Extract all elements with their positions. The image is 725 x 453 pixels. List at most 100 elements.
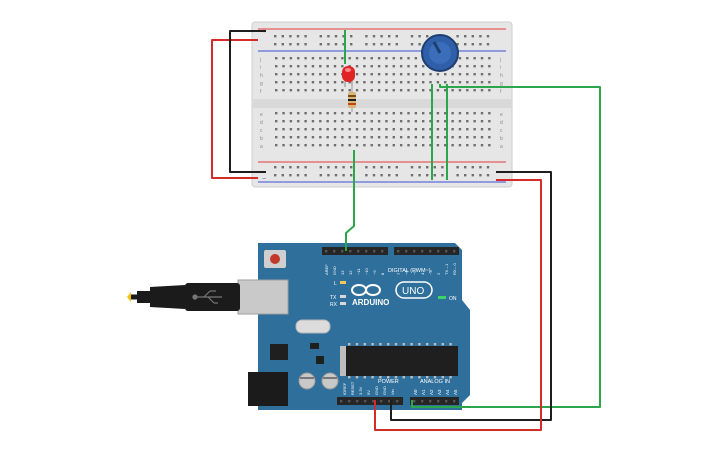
rail-hole[interactable]	[281, 174, 284, 177]
chip-pin[interactable]	[363, 343, 366, 346]
terminal-hole[interactable]	[414, 81, 418, 84]
terminal-hole[interactable]	[289, 89, 293, 92]
terminal-hole[interactable]	[422, 73, 425, 76]
terminal-hole[interactable]	[480, 81, 484, 84]
rail-hole[interactable]	[289, 35, 292, 38]
chip-pin[interactable]	[371, 376, 374, 379]
terminal-hole[interactable]	[399, 120, 403, 123]
chip-pin[interactable]	[379, 343, 382, 346]
chip-pin[interactable]	[410, 376, 413, 379]
terminal-hole[interactable]	[370, 112, 373, 115]
chip-pin[interactable]	[355, 376, 359, 379]
terminal-hole[interactable]	[341, 144, 344, 147]
terminal-hole[interactable]	[311, 81, 315, 84]
terminal-hole[interactable]	[473, 144, 476, 147]
rail-hole[interactable]	[418, 35, 421, 38]
rail-hole[interactable]	[327, 174, 330, 177]
terminal-hole[interactable]	[333, 81, 337, 84]
terminal-hole[interactable]	[297, 112, 300, 115]
rail-hole[interactable]	[281, 43, 284, 46]
terminal-hole[interactable]	[444, 136, 447, 139]
terminal-hole[interactable]	[377, 128, 381, 131]
terminal-hole[interactable]	[466, 136, 469, 139]
rail-hole[interactable]	[274, 174, 277, 177]
terminal-hole[interactable]	[458, 73, 462, 76]
header-pin[interactable]	[453, 400, 456, 403]
rail-hole[interactable]	[296, 166, 300, 169]
terminal-hole[interactable]	[275, 120, 278, 123]
rail-hole[interactable]	[327, 166, 330, 169]
potentiometer[interactable]	[421, 34, 459, 72]
terminal-hole[interactable]	[451, 136, 454, 139]
terminal-hole[interactable]	[341, 112, 344, 115]
terminal-hole[interactable]	[319, 136, 322, 139]
terminal-hole[interactable]	[458, 128, 462, 131]
terminal-hole[interactable]	[444, 120, 447, 123]
rail-hole[interactable]	[410, 166, 414, 169]
rail-hole[interactable]	[380, 166, 383, 169]
terminal-hole[interactable]	[429, 136, 432, 139]
rail-hole[interactable]	[319, 43, 322, 46]
terminal-hole[interactable]	[488, 136, 491, 139]
chip-pin[interactable]	[433, 343, 437, 346]
terminal-hole[interactable]	[473, 112, 476, 115]
terminal-hole[interactable]	[385, 144, 388, 147]
header-pin[interactable]	[437, 250, 440, 253]
terminal-hole[interactable]	[297, 136, 300, 139]
terminal-hole[interactable]	[429, 144, 432, 147]
terminal-hole[interactable]	[451, 120, 454, 123]
terminal-hole[interactable]	[473, 128, 476, 131]
terminal-hole[interactable]	[304, 57, 307, 60]
rail-hole[interactable]	[289, 166, 292, 169]
rail-hole[interactable]	[464, 174, 467, 177]
terminal-hole[interactable]	[326, 144, 329, 147]
terminal-hole[interactable]	[275, 81, 278, 84]
terminal-hole[interactable]	[304, 120, 307, 123]
header-pin[interactable]	[349, 250, 352, 253]
rail-hole[interactable]	[471, 43, 474, 46]
terminal-hole[interactable]	[392, 128, 395, 131]
terminal-hole[interactable]	[422, 128, 425, 131]
terminal-hole[interactable]	[480, 89, 484, 92]
terminal-hole[interactable]	[385, 73, 388, 76]
rail-hole[interactable]	[319, 174, 322, 177]
rail-hole[interactable]	[486, 43, 490, 46]
terminal-hole[interactable]	[473, 120, 476, 123]
rail-hole[interactable]	[395, 43, 398, 46]
terminal-hole[interactable]	[355, 81, 359, 84]
terminal-hole[interactable]	[392, 65, 395, 68]
terminal-hole[interactable]	[377, 112, 381, 115]
terminal-hole[interactable]	[326, 128, 329, 131]
wire-green-pin13[interactable]	[345, 150, 355, 251]
rail-hole[interactable]	[418, 174, 421, 177]
terminal-hole[interactable]	[326, 73, 329, 76]
rail-hole[interactable]	[350, 174, 353, 177]
terminal-hole[interactable]	[466, 57, 469, 60]
terminal-hole[interactable]	[444, 112, 447, 115]
terminal-hole[interactable]	[304, 136, 307, 139]
rail-hole[interactable]	[433, 166, 436, 169]
rail-hole[interactable]	[426, 35, 429, 38]
rail-hole[interactable]	[486, 174, 490, 177]
terminal-hole[interactable]	[282, 136, 285, 139]
terminal-hole[interactable]	[341, 89, 344, 92]
terminal-hole[interactable]	[355, 144, 359, 147]
terminal-hole[interactable]	[333, 73, 337, 76]
rail-hole[interactable]	[274, 35, 277, 38]
terminal-hole[interactable]	[385, 112, 388, 115]
terminal-hole[interactable]	[341, 136, 344, 139]
terminal-hole[interactable]	[407, 112, 410, 115]
terminal-hole[interactable]	[436, 128, 440, 131]
terminal-hole[interactable]	[488, 144, 491, 147]
chip-pin[interactable]	[426, 343, 429, 346]
header-pin[interactable]	[413, 250, 416, 253]
terminal-hole[interactable]	[414, 112, 418, 115]
terminal-hole[interactable]	[407, 136, 410, 139]
terminal-hole[interactable]	[451, 112, 454, 115]
terminal-hole[interactable]	[414, 89, 418, 92]
rail-hole[interactable]	[441, 166, 444, 169]
rail-hole[interactable]	[426, 166, 429, 169]
terminal-hole[interactable]	[377, 81, 381, 84]
terminal-hole[interactable]	[363, 57, 366, 60]
